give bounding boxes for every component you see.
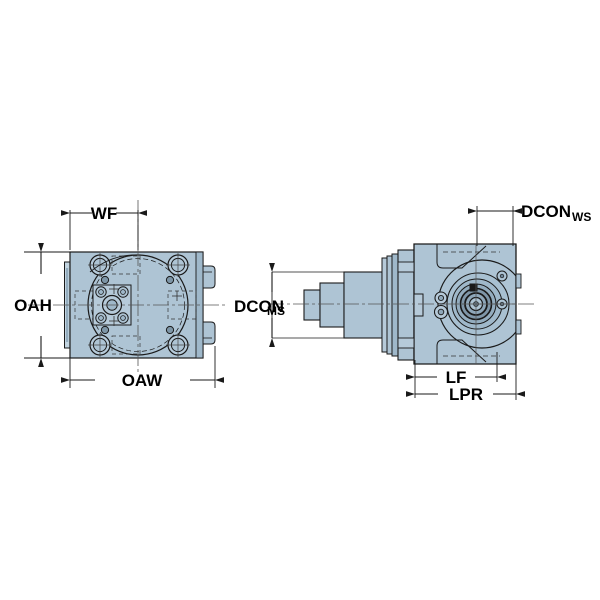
- front-view-boss-bolt-tl-inner: [98, 289, 104, 295]
- side-view-flange-ring-3: [391, 253, 399, 357]
- front-view-ear-lower: [202, 321, 216, 345]
- front-view-ear-upper: [202, 265, 216, 289]
- front-view-hidden-rect-bottom: [111, 335, 141, 355]
- front-view-coolant-port-br: [165, 325, 175, 335]
- side-view-left-pocket: [414, 293, 424, 317]
- side-view-adjust-screw-upper-inner: [437, 294, 445, 302]
- front-view-boss-bolt-tr-inner: [120, 289, 126, 295]
- dimension-wf: WF: [61, 204, 147, 250]
- dimension-wf-label: WF: [91, 204, 117, 223]
- dimension-oaw: OAW: [61, 346, 224, 390]
- dimension-lf-label: LF: [446, 368, 467, 387]
- dimension-lpr: LPR: [406, 364, 525, 404]
- side-view-flange-ring-1: [381, 257, 388, 353]
- dimension-oah: OAH: [14, 243, 72, 367]
- dimension-dcon-ms-label: DCON: [234, 297, 284, 316]
- side-view-collar-lug-top: [397, 261, 415, 273]
- dimension-lf: LF: [406, 352, 506, 398]
- front-view-coolant-port-tr: [165, 275, 175, 285]
- dimension-oah-label: OAH: [14, 296, 52, 315]
- front-view-crosshairs: [109, 284, 182, 326]
- dimension-dcon-ws-subscript: WS: [572, 210, 591, 224]
- dimension-dcon-ms-subscript: MS: [267, 304, 285, 318]
- front-view-coolant-port-bl: [100, 325, 110, 335]
- side-view-shank-tip: [303, 289, 321, 321]
- side-view-draft-line-bottom: [436, 339, 487, 364]
- side-view-shank-step: [319, 282, 345, 328]
- side-view-drive-key: [469, 283, 478, 292]
- side-view-right-tab-bottom: [515, 319, 522, 335]
- front-view-boss-bolt-br-inner: [120, 315, 126, 321]
- side-view-flange-ring-2: [386, 255, 393, 355]
- dimension-lpr-label: LPR: [449, 385, 483, 404]
- front-view-boss-bolt-bl-inner: [98, 315, 104, 321]
- side-view-collar-lug-bottom: [397, 337, 415, 349]
- front-view-coolant-port-tl: [100, 275, 110, 285]
- side-view-adjust-screw-lower-inner: [437, 308, 445, 316]
- front-view: [28, 200, 228, 375]
- side-view-right-tab-top: [515, 273, 522, 289]
- dimension-dcon-ws: DCON WS: [468, 202, 591, 246]
- side-view-draft-line-top: [436, 244, 487, 269]
- dimension-dcon-ms: DCON MS: [234, 263, 348, 347]
- side-view: [268, 243, 536, 365]
- dimension-dcon-ws-label: DCON: [521, 202, 571, 221]
- dimension-oaw-label: OAW: [122, 371, 164, 390]
- side-view-shank-body: [343, 271, 383, 339]
- front-view-arc-detail: [89, 254, 139, 273]
- side-view-locating-bolt-top-inner: [499, 273, 505, 279]
